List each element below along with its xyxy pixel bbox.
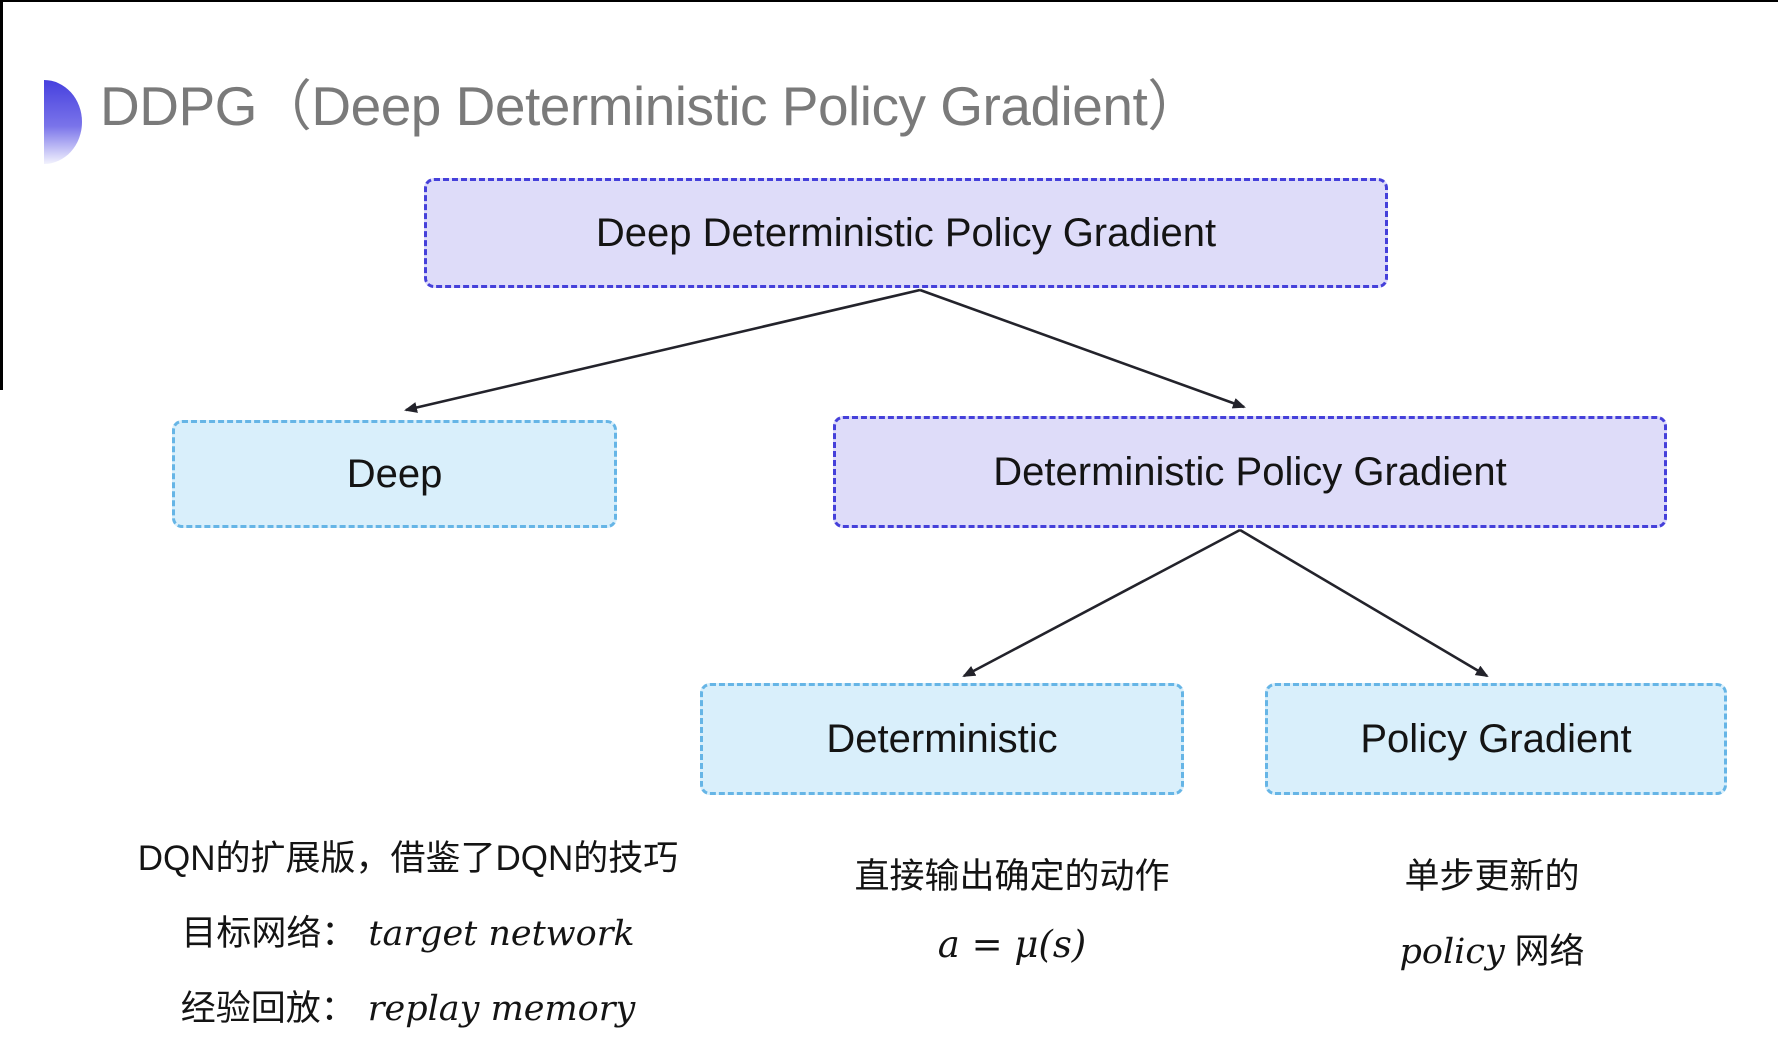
note-deep-line3: 经验回放： replay memory: [118, 980, 698, 1031]
note-deep-line2-en: target network: [368, 914, 635, 954]
node-deep-deterministic-policy-gradient: Deep Deterministic Policy Gradient: [424, 178, 1388, 288]
window-top-border: [0, 0, 1778, 2]
node-label: Policy Gradient: [1360, 716, 1632, 761]
node-label: Deterministic: [826, 716, 1058, 761]
page-title: DDPG（Deep Deterministic Policy Gradient）: [100, 75, 1202, 137]
note-deterministic-formula: a = μ(s): [937, 923, 1087, 966]
arrow-dpg-to-deterministic: [962, 528, 1241, 678]
node-deterministic: Deterministic: [700, 683, 1184, 795]
node-label: Deep: [346, 451, 443, 496]
node-deep: Deep: [172, 420, 617, 528]
title-bullet-icon: [44, 80, 82, 164]
note-policy-gradient-line2-en: policy: [1399, 932, 1505, 972]
node-policy-gradient: Policy Gradient: [1265, 683, 1727, 795]
note-deep-line1: DQN的扩展版，借鉴了DQN的技巧: [137, 839, 679, 878]
note-deterministic-line1: 直接输出确定的动作: [854, 857, 1170, 896]
node-label: Deep Deterministic Policy Gradient: [595, 210, 1217, 255]
window-left-border: [0, 0, 3, 390]
node-label: Deterministic Policy Gradient: [993, 449, 1507, 494]
note-policy-gradient: 单步更新的 policy 网络: [1322, 848, 1662, 998]
note-deep-line2: 目标网络： target network: [118, 905, 698, 956]
note-deep-line3-zh: 经验回放：: [180, 989, 356, 1028]
note-deep: DQN的扩展版，借鉴了DQN的技巧 目标网络： target network 经验…: [118, 830, 698, 1055]
note-policy-gradient-line2: policy 网络: [1322, 923, 1662, 974]
arrow-root-to-dpg: [919, 288, 1246, 409]
note-policy-gradient-line1: 单步更新的: [1404, 857, 1580, 896]
note-policy-gradient-line2-zh: 网络: [1514, 932, 1585, 971]
arrow-dpg-to-policy-gradient: [1239, 528, 1489, 678]
note-deterministic: 直接输出确定的动作 a = μ(s): [812, 848, 1212, 966]
node-deterministic-policy-gradient: Deterministic Policy Gradient: [833, 416, 1667, 528]
note-deep-line3-en: replay memory: [367, 989, 636, 1029]
arrow-root-to-deep: [404, 288, 921, 413]
note-deep-line2-zh: 目标网络：: [181, 914, 357, 953]
